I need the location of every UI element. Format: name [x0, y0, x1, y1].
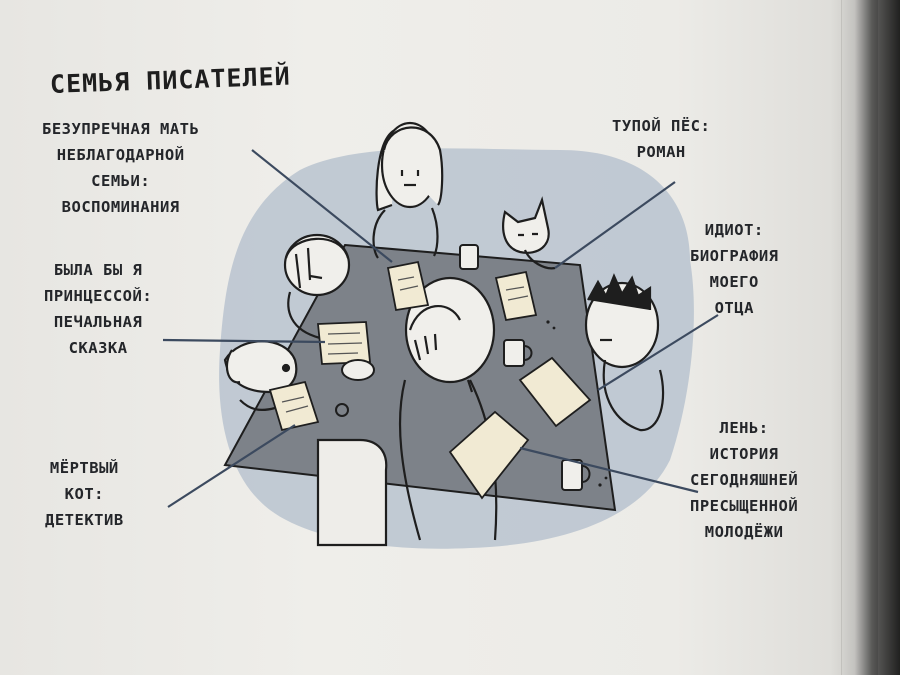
label-idiot-line-3: МОЕГО [709, 273, 759, 291]
label-dead-cat-line-3: ДЕТЕКТИВ [45, 511, 124, 529]
label-mother-line-1: БЕЗУПРЕЧНАЯ МАТЬ [42, 120, 200, 138]
label-princess-line-3: ПЕЧАЛЬНАЯ [53, 313, 143, 331]
label-dog-line-1: ТУПОЙ ПЁС: [612, 117, 711, 135]
label-laziness-line-2: ИСТОРИЯ [709, 445, 779, 463]
label-mother-line-3: СЕМЬИ: [91, 172, 151, 190]
cat-figure [502, 196, 556, 270]
label-dog-line-2: РОМАН [636, 143, 686, 161]
label-idiot-line-2: БИОГРАФИЯ [690, 247, 779, 265]
label-idiot-line-4: ОТЦА [714, 299, 754, 317]
spiky-haired-man-figure [584, 273, 665, 432]
label-laziness-line-4: ПРЕСЫЩЕННОЙ [690, 497, 799, 515]
label-princess-line-1: БЫЛА БЫ Я [53, 261, 143, 279]
label-laziness-line-1: ЛЕНЬ: [719, 419, 769, 437]
mother-figure [372, 121, 444, 259]
chair [316, 438, 388, 547]
label-laziness-line-3: СЕГОДНЯШНЕЙ [690, 471, 799, 489]
label-mother-line-4: ВОСПОМИНАНИЯ [61, 198, 180, 216]
label-dead-cat-line-2: КОТ: [64, 485, 104, 503]
label-dead-cat-line-1: МЁРТВЫЙ [49, 459, 119, 477]
label-laziness: ЛЕНЬ: ИСТОРИЯ СЕГОДНЯШНЕЙ ПРЕСЫЩЕННОЙ МО… [690, 415, 798, 545]
label-mother: БЕЗУПРЕЧНАЯ МАТЬ НЕБЛАГОДАРНОЙ СЕМЬИ: ВО… [42, 116, 199, 220]
label-princess-line-2: ПРИНЦЕССОЙ: [44, 287, 153, 305]
book-spine-shadow [830, 0, 900, 675]
label-dog: ТУПОЙ ПЁС: РОМАН [612, 113, 710, 165]
label-princess: БЫЛА БЫ Я ПРИНЦЕССОЙ: ПЕЧАЛЬНАЯ СКАЗКА [44, 257, 152, 361]
label-laziness-line-5: МОЛОДЁЖИ [704, 523, 784, 541]
leader-lines [162, 149, 719, 508]
label-dead-cat: МЁРТВЫЙ КОТ: ДЕТЕКТИВ [45, 455, 124, 533]
girl-figure [283, 233, 351, 340]
cups [341, 244, 591, 491]
label-idiot-line-1: ИДИОТ: [704, 221, 764, 239]
label-princess-line-4: СКАЗКА [68, 339, 128, 357]
label-idiot: ИДИОТ: БИОГРАФИЯ МОЕГО ОТЦА [690, 217, 779, 321]
label-mother-line-2: НЕБЛАГОДАРНОЙ [56, 146, 185, 164]
